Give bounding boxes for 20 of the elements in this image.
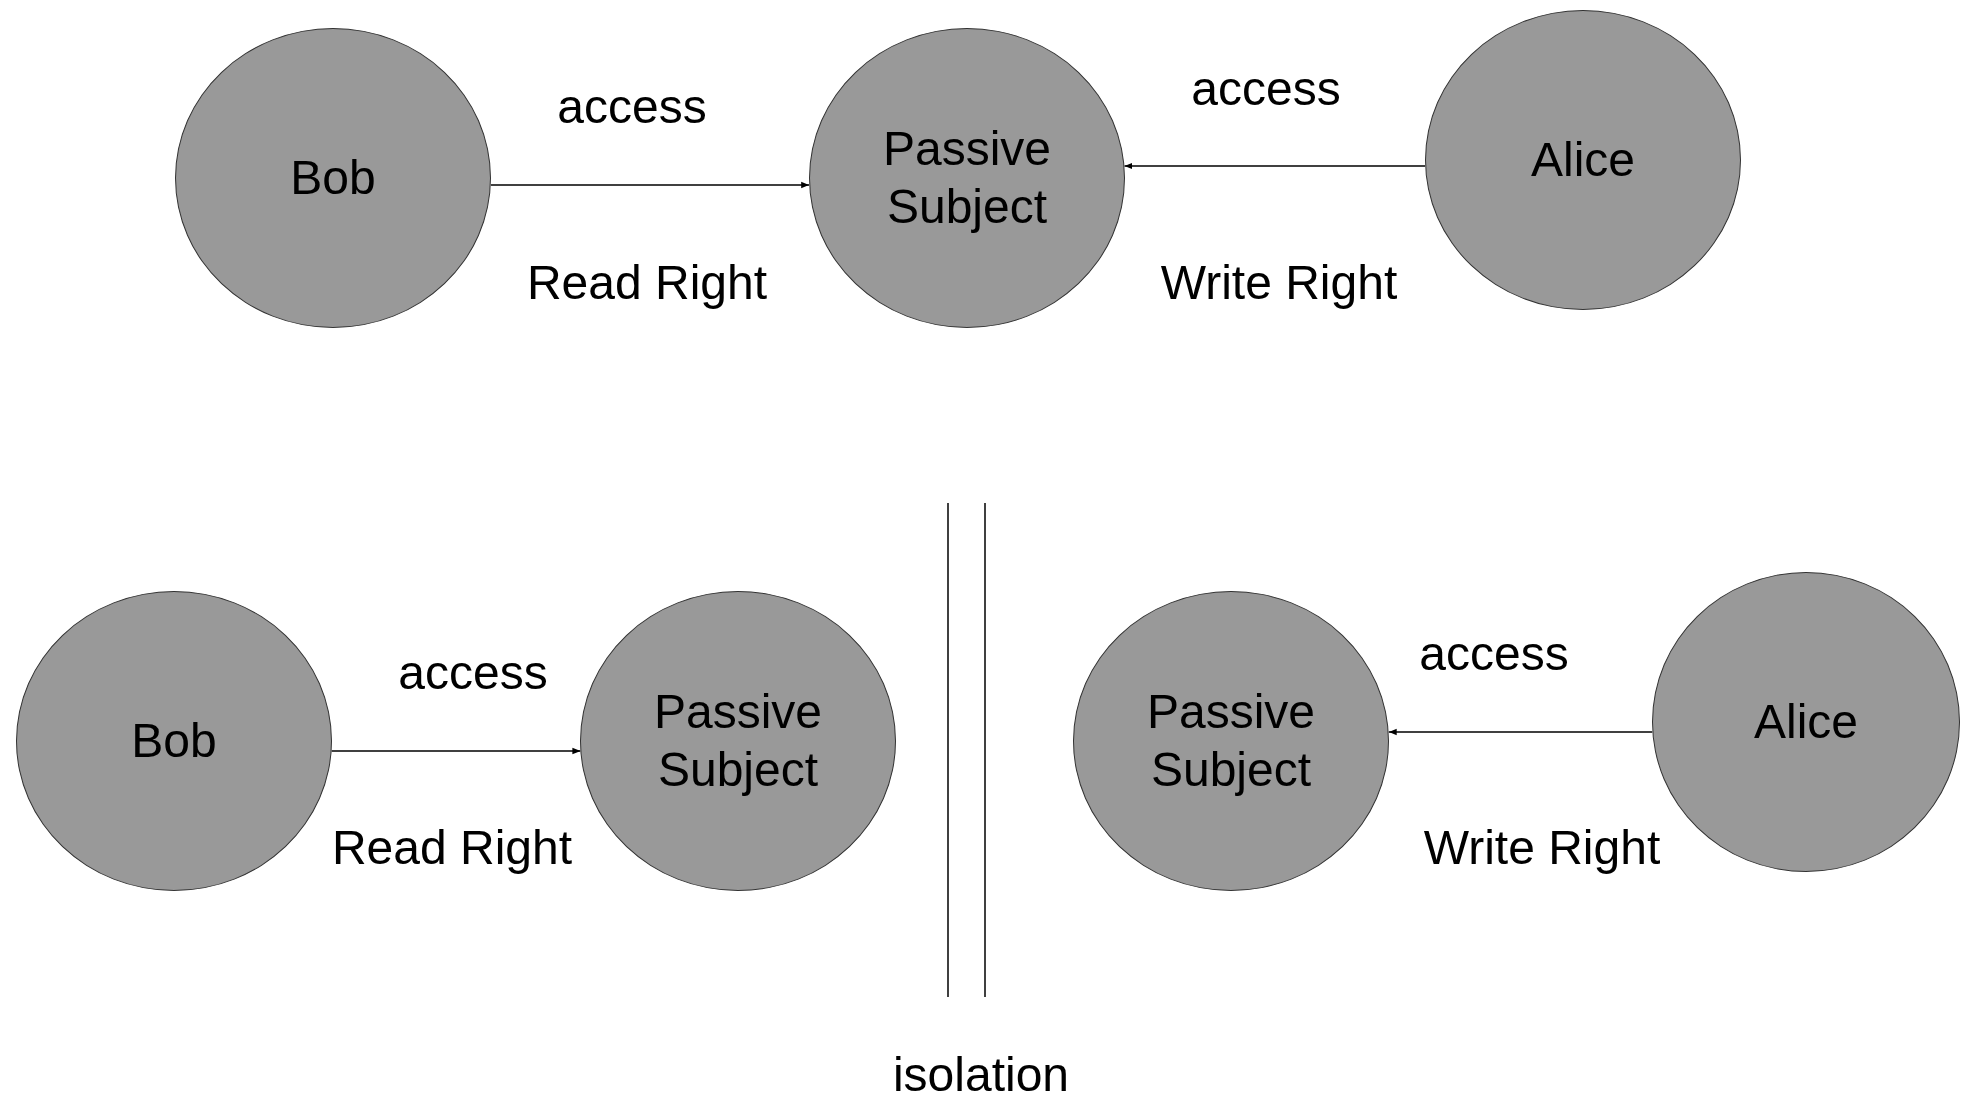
edge-label: access bbox=[1419, 625, 1569, 681]
arrow bbox=[1123, 162, 1426, 170]
node-label: Passive Subject bbox=[1145, 684, 1317, 798]
edge-label: access bbox=[1191, 60, 1341, 116]
node-label: Alice bbox=[1530, 132, 1635, 189]
text-label: Read Right bbox=[331, 819, 573, 875]
node-label: Alice bbox=[1753, 694, 1858, 751]
arrow bbox=[330, 747, 582, 755]
node-label: Passive Subject bbox=[881, 121, 1053, 235]
node-label: Bob bbox=[290, 150, 376, 207]
arrow bbox=[490, 181, 810, 189]
node-label: Passive Subject bbox=[652, 684, 824, 798]
text-label: Read Right bbox=[526, 254, 768, 310]
text-label: Write Right bbox=[1423, 819, 1661, 875]
arrow bbox=[1387, 728, 1654, 736]
text-label: Write Right bbox=[1160, 254, 1398, 310]
node-label: Bob bbox=[131, 713, 217, 770]
edge-label: access bbox=[557, 78, 707, 134]
edge-label: access bbox=[398, 644, 548, 700]
text-label: isolation bbox=[892, 1046, 1070, 1098]
